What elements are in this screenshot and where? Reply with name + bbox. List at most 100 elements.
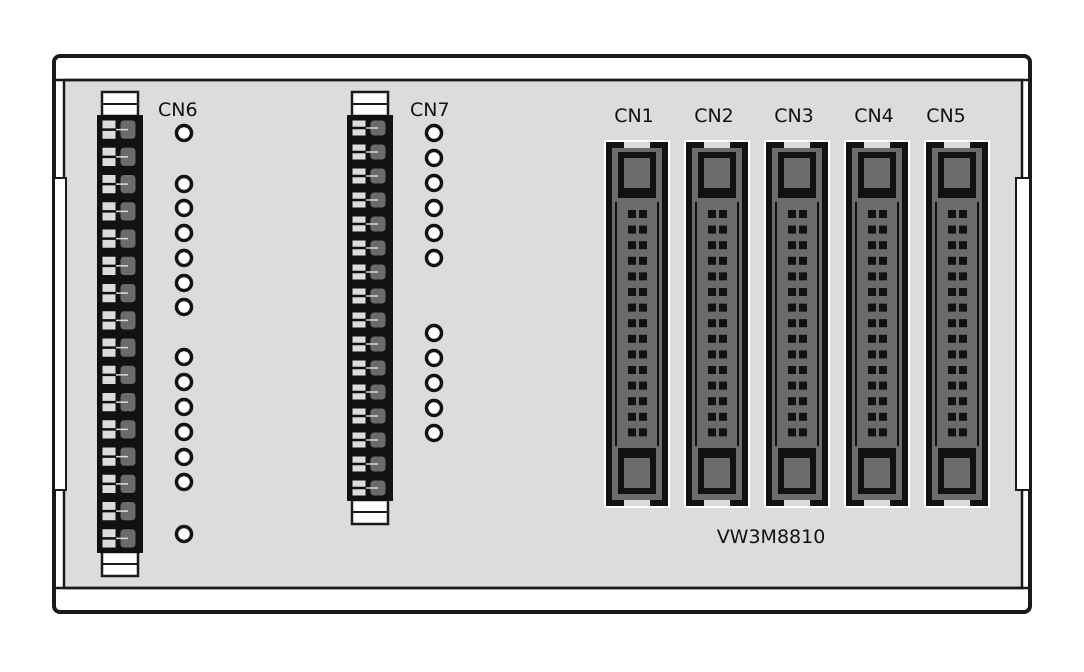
connector-pin: [799, 303, 807, 312]
cn7-led: [424, 423, 444, 443]
connector-pin: [719, 210, 727, 218]
connector-pin: [959, 412, 967, 421]
connector-pin: [628, 225, 636, 234]
connector-pin: [708, 272, 716, 281]
connector-pin: [628, 412, 636, 421]
connector-pin: [628, 381, 636, 390]
connector-pin: [879, 272, 887, 281]
connector-pin: [628, 350, 636, 359]
connector-pin: [639, 225, 647, 234]
connector-pin: [959, 210, 967, 218]
connector-pin: [879, 256, 887, 265]
connector-socket: [692, 148, 742, 500]
connector-pin: [788, 412, 796, 421]
connector-pin: [799, 256, 807, 265]
cn6-led: [174, 447, 194, 467]
connector-pin: [799, 397, 807, 406]
cn6-led: [174, 472, 194, 492]
connector-pin: [948, 210, 956, 218]
connector-pin: [628, 256, 636, 265]
cn7-label: CN7: [410, 99, 450, 121]
connector-pin: [868, 366, 876, 374]
cn7-led: [424, 198, 444, 218]
cn6-led: [174, 372, 194, 392]
connector-pin: [708, 303, 716, 312]
connector-socket: [852, 148, 902, 500]
connector-pin: [628, 366, 636, 374]
connector-pin: [639, 288, 647, 296]
connector-pin: [868, 210, 876, 218]
connector-pin: [788, 366, 796, 374]
connector-pin: [788, 319, 796, 328]
connector-pin: [959, 241, 967, 250]
cn6-led: [174, 123, 194, 143]
cn6-led: [174, 223, 194, 243]
connector-pin: [868, 319, 876, 328]
connector-pin: [959, 428, 967, 437]
connector-pin: [959, 319, 967, 328]
connector-pin: [948, 428, 956, 437]
connector-pin: [879, 303, 887, 312]
connector-pin: [639, 256, 647, 265]
connector-pin: [799, 241, 807, 250]
cn7-led: [424, 123, 444, 143]
connector-pin: [959, 288, 967, 296]
connector-pin: [708, 381, 716, 390]
connector-pin: [639, 350, 647, 359]
connector-pin: [708, 334, 716, 343]
connector-pin: [719, 334, 727, 343]
connector-pin: [799, 225, 807, 234]
connector-pin: [948, 381, 956, 390]
connector-pin: [868, 381, 876, 390]
connector-pin: [628, 428, 636, 437]
connector-pin: [719, 272, 727, 281]
connector-pin: [868, 412, 876, 421]
cn6-led: [174, 273, 194, 293]
cn7-led: [424, 173, 444, 193]
connector-pin: [719, 225, 727, 234]
connector-pin: [628, 272, 636, 281]
cn1-ribbon-connector: [604, 140, 670, 508]
connector-pin: [868, 241, 876, 250]
cn3-label: CN3: [774, 105, 814, 127]
connector-pin: [708, 319, 716, 328]
connector-pin: [868, 334, 876, 343]
connector-pin: [868, 256, 876, 265]
connector-pin: [879, 210, 887, 218]
connector-pin: [639, 397, 647, 406]
connector-pin: [948, 241, 956, 250]
cn4-label: CN4: [854, 105, 894, 127]
connector-pin: [628, 397, 636, 406]
cn7-led: [424, 398, 444, 418]
connector-socket: [612, 148, 662, 500]
cn3-ribbon-connector: [764, 140, 830, 508]
connector-pin: [719, 350, 727, 359]
connector-pin: [719, 288, 727, 296]
connector-pin: [628, 241, 636, 250]
connector-pin: [628, 210, 636, 218]
connector-pin: [879, 241, 887, 250]
connector-pin: [948, 225, 956, 234]
cn6-label: CN6: [158, 99, 198, 121]
connector-pin: [868, 225, 876, 234]
connector-pin: [628, 288, 636, 296]
connector-pin: [948, 334, 956, 343]
connector-pin: [959, 397, 967, 406]
connector-pin: [959, 350, 967, 359]
cn7-led: [424, 148, 444, 168]
model-number: VW3M8810: [717, 526, 826, 548]
connector-pin: [719, 241, 727, 250]
connector-pin: [628, 319, 636, 328]
connector-pin: [959, 366, 967, 374]
connector-pin: [708, 210, 716, 218]
connector-pin: [639, 210, 647, 218]
connector-pin: [719, 303, 727, 312]
connector-pin: [708, 225, 716, 234]
cn6-led-column: [174, 123, 194, 544]
connector-pin: [788, 210, 796, 218]
connector-pin: [788, 303, 796, 312]
connector-pin: [799, 272, 807, 281]
connector-pin: [868, 288, 876, 296]
connector-pin: [948, 288, 956, 296]
